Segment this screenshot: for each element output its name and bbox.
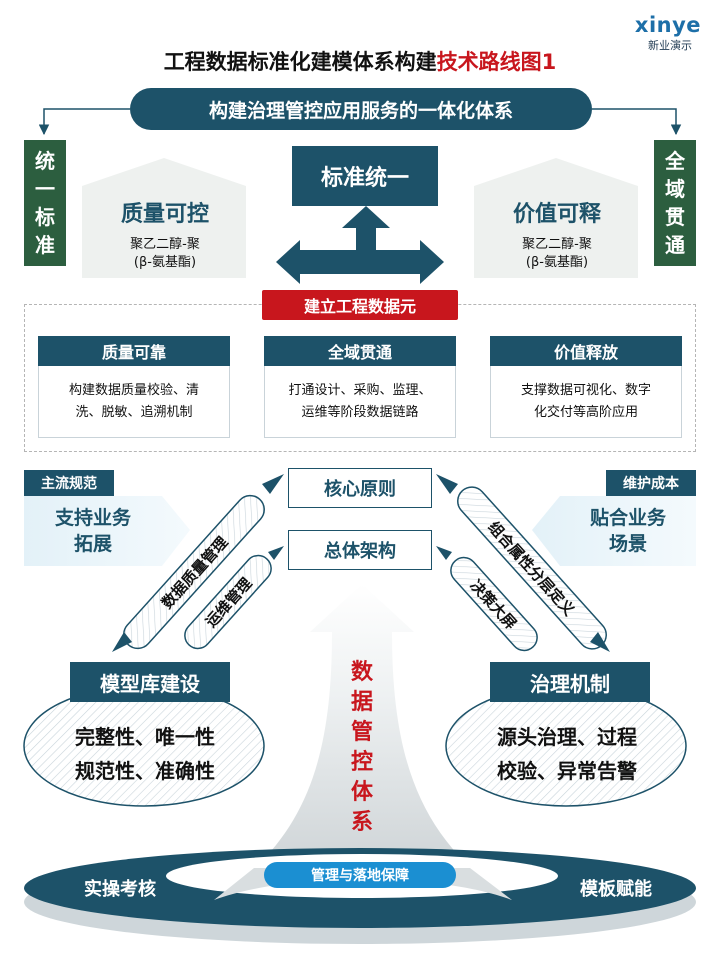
title-main: 工程数据标准化建模体系构建 [163,50,437,74]
banner-left-connector [38,108,130,136]
base-left-text: 实操考核 [84,879,156,900]
page-title: 工程数据标准化建模体系构建技术路线图1 [0,46,720,76]
card-quality: 质量可靠 构建数据质量校验、清 洗、脱敏、追溯机制 [38,336,230,438]
big-up-arrow [214,584,512,900]
side-label-char: 通 [665,233,685,257]
chevron-line: 支持业务 [54,507,131,529]
pill-left-outer-tail [112,632,132,652]
side-label-full-domain: 全 域 贯 通 [654,140,696,266]
card-line: 化交付等高阶应用 [533,404,638,420]
side-label-char: 统 [35,149,55,173]
house-title: 价值可释 [512,201,601,227]
card-body: 构建数据质量校验、清 洗、脱敏、追溯机制 [38,366,230,438]
house-left: 质量可控 聚乙二醇-聚 (β-氨基酯) [82,196,248,272]
right-oval-text: 源头治理、过程 校验、异常告警 [462,720,672,788]
side-label-char: 域 [665,177,685,201]
left-chevron-text: 支持业务 拓展 [24,500,162,562]
pill-right-outer-tail [590,632,610,652]
house-right: 价值可释 聚乙二醇-聚 (β-氨基酯) [474,196,640,272]
data-element-label: 建立工程数据元 [262,290,458,320]
governance-mechanism-label: 治理机制 [490,662,650,702]
card-line: 构建数据质量校验、清 [68,382,199,398]
house-right-shape [474,158,638,278]
pill-left-inner-shape [184,554,272,650]
model-library-label: 模型库建设 [70,662,230,702]
pill-right-outer-tip [436,474,458,494]
management-guarantee-pill: 管理与落地保障 [264,862,456,888]
oval-line: 源头治理、过程 [497,725,637,749]
vertical-char: 体 [350,780,373,805]
house-sub-line: 聚乙二醇-聚 [522,237,592,252]
vertical-char: 数 [350,660,373,685]
right-chevron-shape [532,496,696,566]
pill-right-inner-shape [450,556,538,652]
overall-architecture-box: 总体架构 [288,530,432,570]
side-label-char: 贯 [665,205,685,229]
card-value: 价值释放 支撑数据可视化、数字 化交付等高阶应用 [490,336,682,438]
vertical-char: 据 [350,690,373,715]
title-highlight: 技术路线图1 [436,50,557,74]
house-sub-line: (β-氨基酯) [525,255,589,270]
card-line: 支撑数据可视化、数字 [520,382,651,398]
integration-banner: 构建治理管控应用服务的一体化体系 [130,88,592,130]
house-left-shape [82,158,246,278]
side-label-char: 全 [665,149,685,173]
card-head: 质量可靠 [38,336,230,366]
card-line: 运维等阶段数据链路 [301,404,419,420]
data-control-system-text: 数 据 管 控 体 系 [342,658,382,838]
oval-line: 规范性、准确性 [75,759,215,783]
vertical-char: 管 [350,720,373,745]
side-label-char: 准 [35,233,55,257]
side-label-char: 一 [35,177,55,201]
pill-right-inner-tip [436,546,452,560]
oval-line: 校验、异常告警 [497,759,637,783]
card-body: 打通设计、采购、监理、 运维等阶段数据链路 [264,366,456,438]
vertical-char: 控 [350,750,373,775]
chevron-line: 拓展 [73,533,112,555]
chevron-line: 贴合业务 [589,507,666,529]
card-body: 支撑数据可视化、数字 化交付等高阶应用 [490,366,682,438]
maintenance-cost-label: 维护成本 [606,470,696,496]
card-line: 洗、脱敏、追溯机制 [75,404,193,420]
mainstream-standard-label: 主流规范 [24,470,114,496]
side-label-char: 标 [35,205,55,229]
chevron-line: 场景 [608,533,647,555]
card-head: 价值释放 [490,336,682,366]
vertical-char: 系 [350,810,373,835]
house-sub-line: 聚乙二醇-聚 [130,237,200,252]
pill-left-inner-tip [268,546,284,560]
oval-line: 完整性、唯一性 [75,725,215,749]
standard-unified-box: 标准统一 [292,146,438,206]
card-head: 全域贯通 [264,336,456,366]
right-chevron-text: 贴合业务 场景 [560,500,696,562]
banner-right-connector [592,108,682,136]
core-principle-box: 核心原则 [288,468,432,508]
logo-subtitle: 新业演示 [648,39,692,52]
house-sub-line: (β-氨基酯) [133,255,197,270]
card-line: 打通设计、采购、监理、 [288,382,432,398]
left-oval-text: 完整性、唯一性 规范性、准确性 [40,720,250,788]
left-chevron-shape [24,496,190,566]
pill-left-outer-shape [123,494,265,650]
logo-wordmark: xinye [634,13,702,37]
cross-arrow [276,206,444,284]
house-title: 质量可控 [120,201,209,227]
card-connect: 全域贯通 打通设计、采购、监理、 运维等阶段数据链路 [264,336,456,438]
base-right-text: 模板赋能 [580,879,652,900]
pill-left-outer-tip [262,474,284,494]
side-label-unified-standard: 统 一 标 准 [24,140,66,266]
